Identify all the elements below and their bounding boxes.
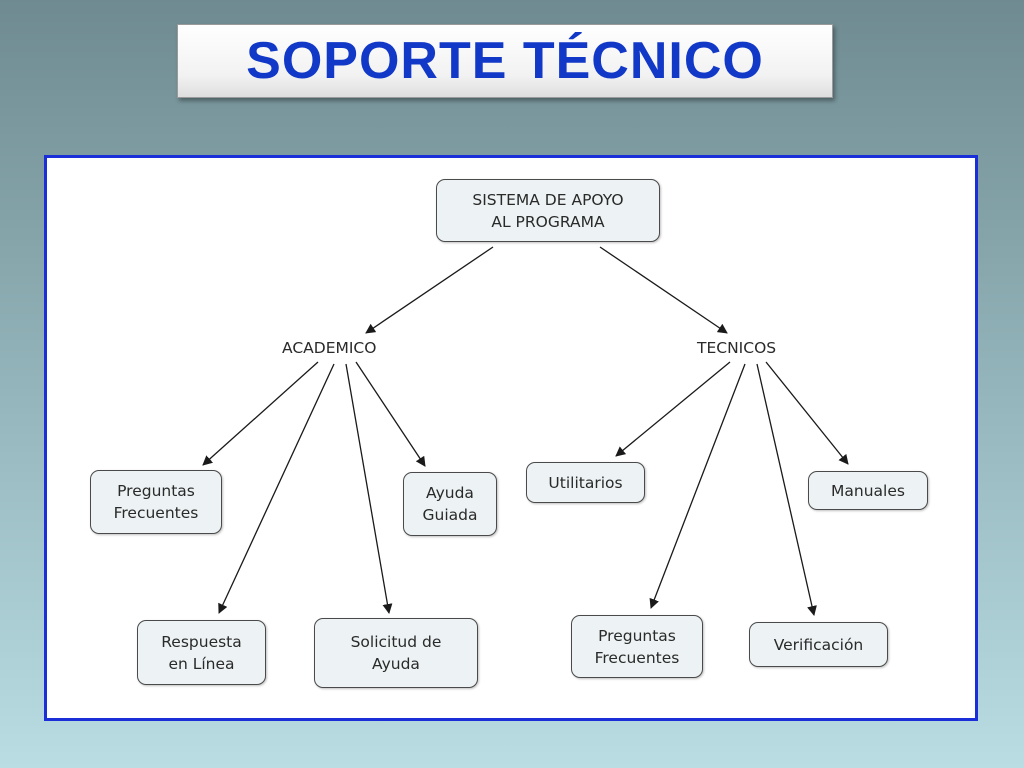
- arrow-academico-respuesta: [218, 363, 335, 614]
- node-verificacion: Verificación: [749, 622, 888, 667]
- label-academico: ACADEMICO: [282, 339, 377, 357]
- arrow-tecnicos-verificacion: [756, 363, 817, 616]
- node-sistema-de-apoyo: SISTEMA DE APOYO AL PROGRAMA: [436, 179, 660, 242]
- title-box: SOPORTE TÉCNICO: [177, 24, 833, 98]
- arrow-academico-solicitud: [345, 363, 393, 614]
- node-respuesta-en-linea: Respuesta en Línea: [137, 620, 266, 685]
- arrow-academico-ayuda: [355, 361, 426, 467]
- arrow-root-academico: [365, 246, 494, 334]
- node-preguntas-frecuentes-academico: Preguntas Frecuentes: [90, 470, 222, 534]
- label-tecnicos: TECNICOS: [697, 339, 777, 357]
- arrow-tecnicos-utilitarios: [615, 361, 731, 457]
- arrow-tecnicos-manuales: [765, 361, 849, 465]
- arrow-tecnicos-preguntas: [649, 363, 746, 609]
- node-utilitarios: Utilitarios: [526, 462, 645, 503]
- arrow-academico-preguntas: [202, 361, 319, 466]
- node-preguntas-frecuentes-tecnicos: Preguntas Frecuentes: [571, 615, 703, 678]
- slide-title: SOPORTE TÉCNICO: [246, 32, 764, 90]
- arrow-root-tecnicos: [599, 246, 728, 334]
- node-manuales: Manuales: [808, 471, 928, 510]
- node-ayuda-guiada: Ayuda Guiada: [403, 472, 497, 536]
- node-solicitud-de-ayuda: Solicitud de Ayuda: [314, 618, 478, 688]
